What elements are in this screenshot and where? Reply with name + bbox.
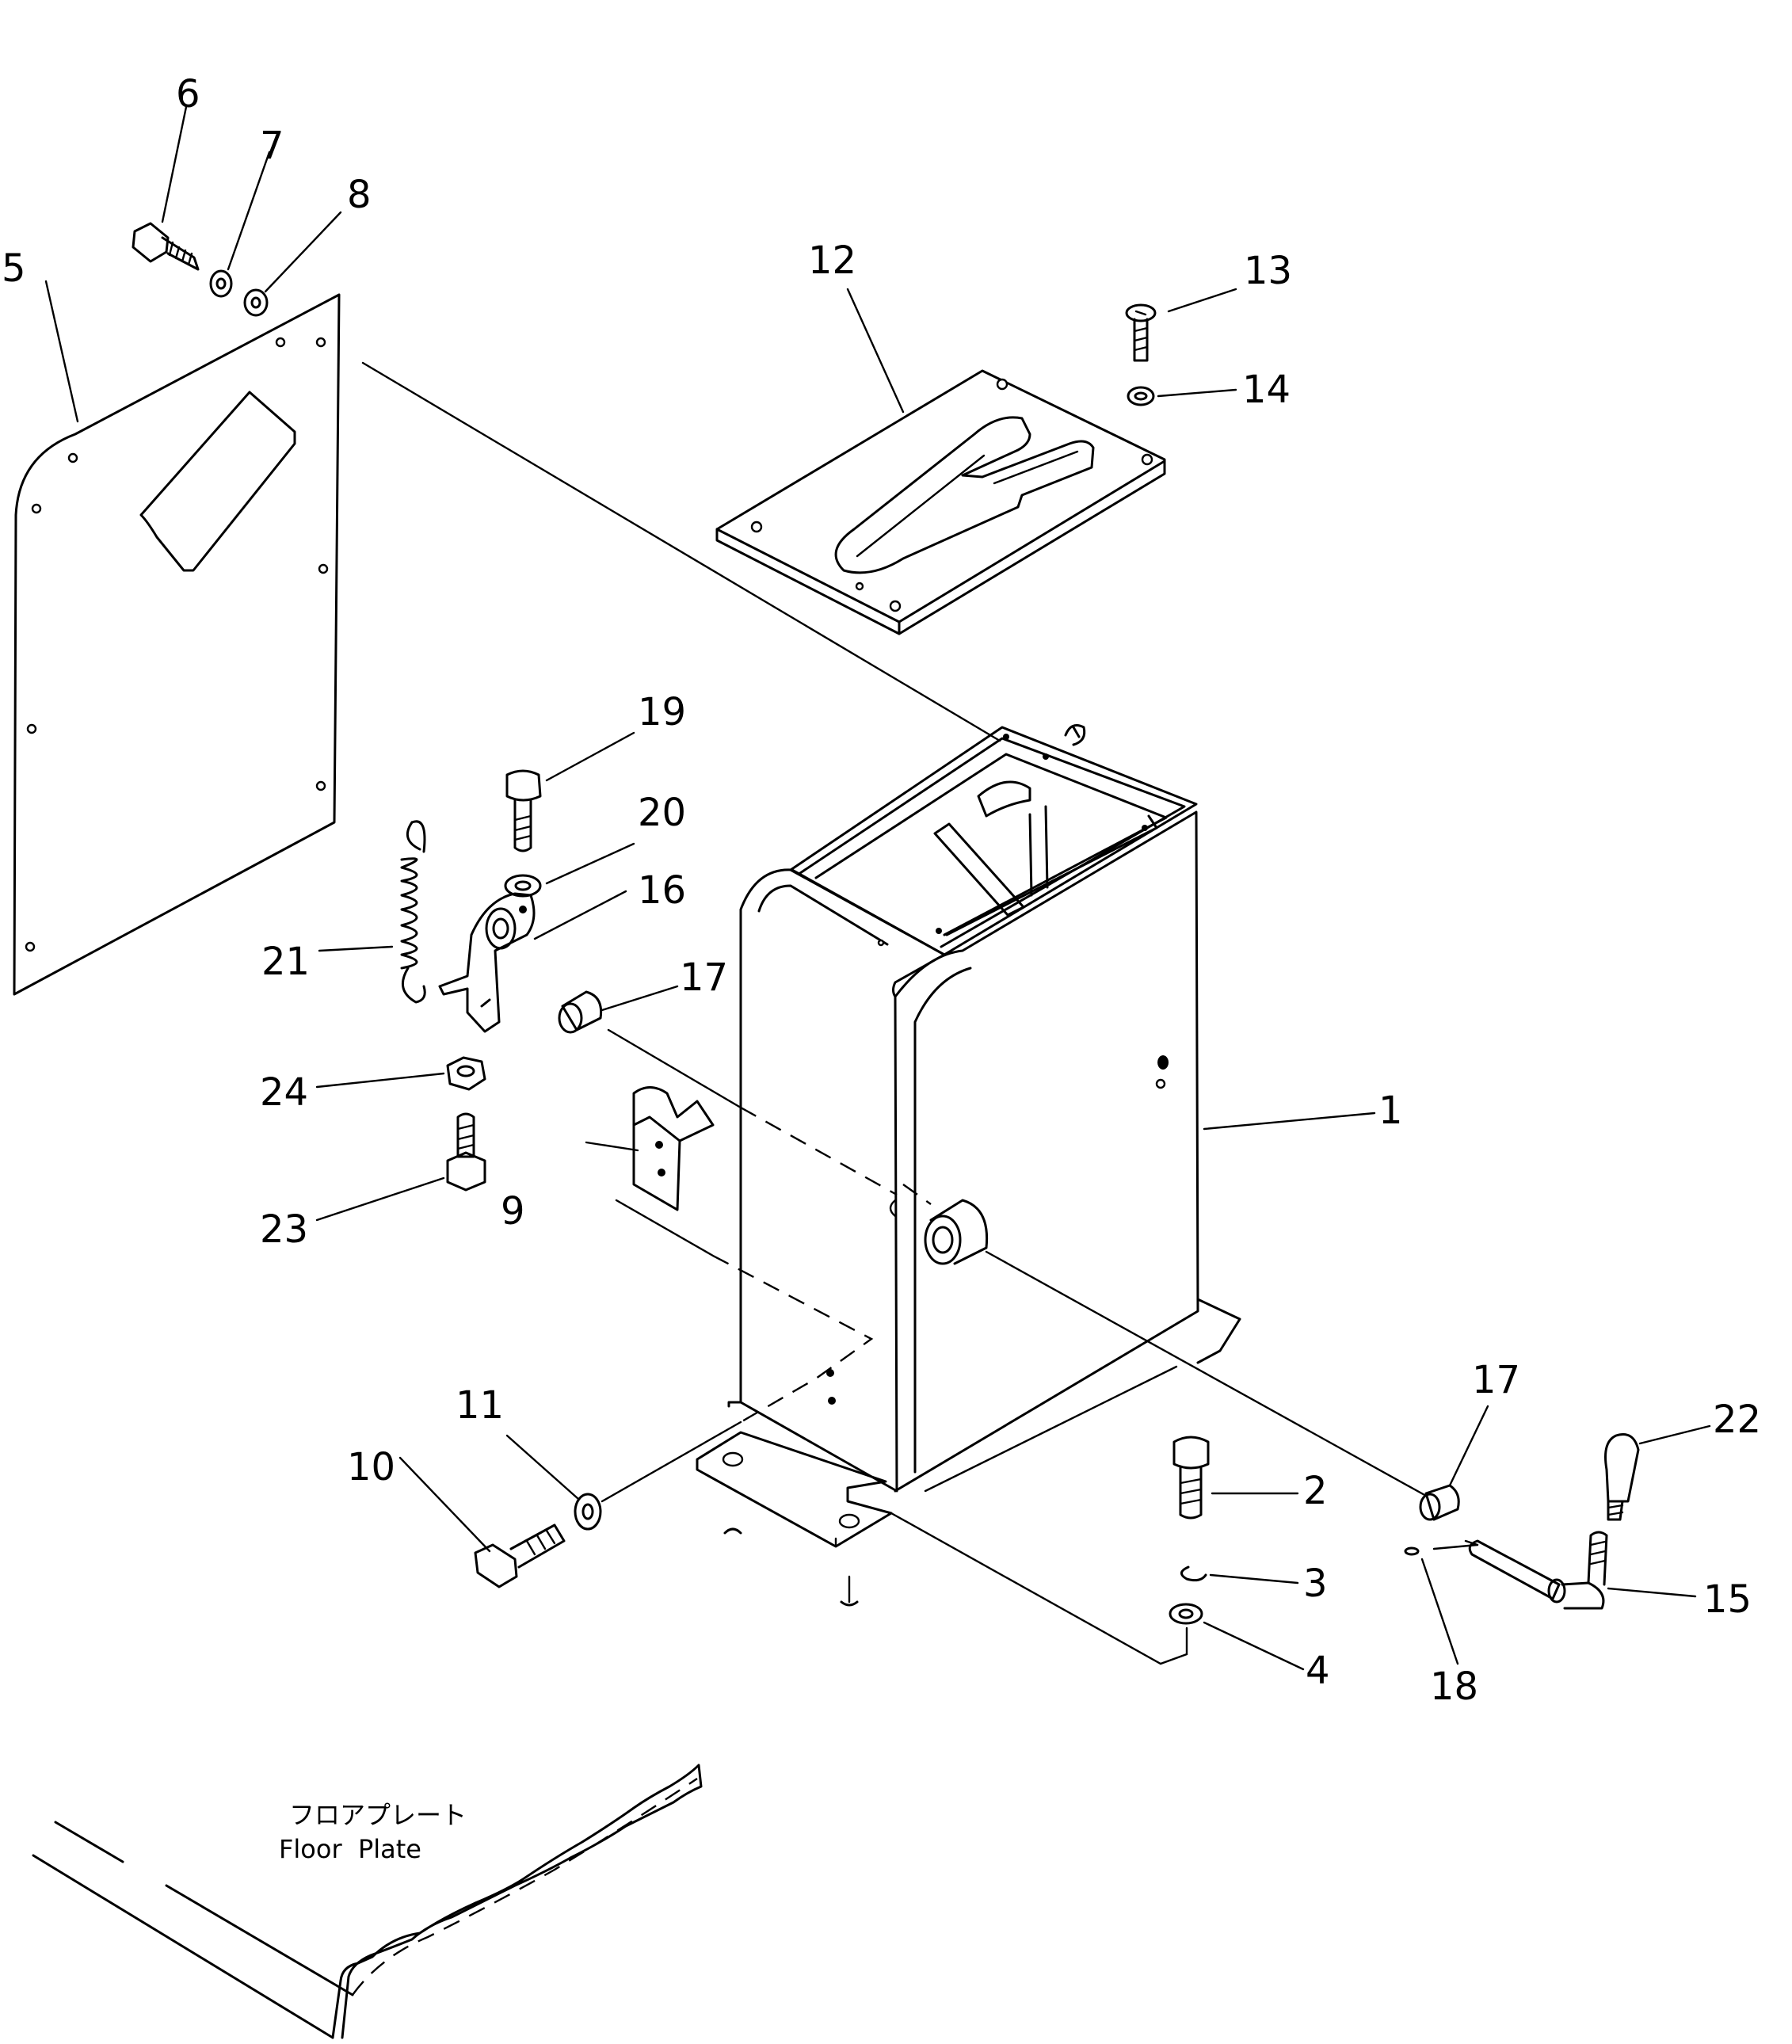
washer-part-14 xyxy=(1127,386,1155,406)
floor-plate-label-en: Floor Plate xyxy=(279,1834,421,1864)
knob-part-22 xyxy=(1604,1433,1640,1521)
bolt-part-2 xyxy=(1172,1436,1210,1520)
callout-17-lower: 17 xyxy=(1472,1358,1520,1402)
callout-11: 11 xyxy=(456,1383,504,1428)
spring-washer-part-3 xyxy=(1180,1565,1207,1582)
callout-22: 22 xyxy=(1713,1398,1761,1442)
callout-23: 23 xyxy=(260,1207,308,1252)
callout-9: 9 xyxy=(501,1189,525,1234)
washer-part-11 xyxy=(574,1493,602,1531)
lever-shaft-part-15 xyxy=(1468,1531,1608,1610)
screw-part-13 xyxy=(1125,303,1157,362)
callout-5: 5 xyxy=(2,246,26,291)
callout-leaders xyxy=(44,105,1711,1671)
base-bracket xyxy=(696,1369,893,1607)
bushing-part-17-upper xyxy=(558,990,603,1034)
callout-17-upper: 17 xyxy=(680,955,728,1000)
bolt-part-10 xyxy=(474,1523,566,1588)
washer-part-4 xyxy=(1169,1603,1203,1625)
spring xyxy=(400,820,426,1004)
callout-7: 7 xyxy=(260,124,284,168)
callout-19: 19 xyxy=(638,690,686,734)
callout-8: 8 xyxy=(347,173,372,217)
bushing-part-17-lower xyxy=(1419,1484,1460,1521)
washer-part-7 xyxy=(209,269,233,298)
callout-3: 3 xyxy=(1303,1562,1328,1606)
assembly-lines xyxy=(361,361,1479,1665)
side-cover-plate xyxy=(13,293,341,996)
callout-4: 4 xyxy=(1306,1649,1330,1693)
callout-6: 6 xyxy=(176,72,200,116)
callout-24: 24 xyxy=(260,1070,308,1115)
callout-1: 1 xyxy=(1378,1089,1403,1133)
callout-12: 12 xyxy=(808,238,856,283)
shift-gate-plate xyxy=(715,369,1166,635)
callout-10: 10 xyxy=(347,1445,395,1489)
bracket-part-9 xyxy=(632,1086,715,1211)
nut-part-24 xyxy=(446,1056,486,1091)
pin-part-18 xyxy=(1404,1546,1420,1556)
console-box xyxy=(727,724,1241,1493)
callout-2: 2 xyxy=(1303,1469,1328,1513)
floor-plate: フロアプレート Floor Plate xyxy=(32,1764,703,2039)
lever-bracket xyxy=(438,892,536,1033)
callout-20: 20 xyxy=(638,791,686,835)
bushing-on-box xyxy=(924,1199,989,1265)
callout-14: 14 xyxy=(1242,368,1291,412)
callout-numbers: 1 2 3 4 5 6 7 8 9 10 11 12 13 14 15 16 1… xyxy=(2,72,1761,1709)
washer-part-20 xyxy=(504,874,542,898)
callout-15: 15 xyxy=(1703,1577,1752,1622)
bolt-part-23 xyxy=(446,1112,486,1192)
floor-plate-label-jp: フロアプレート xyxy=(289,1800,467,1830)
callout-16: 16 xyxy=(638,868,686,913)
bolt-part-6 xyxy=(132,222,200,271)
bolt-part-19 xyxy=(505,769,542,852)
callout-21: 21 xyxy=(261,940,310,984)
callout-13: 13 xyxy=(1244,249,1292,293)
washer-part-8 xyxy=(243,288,269,317)
callout-18: 18 xyxy=(1430,1665,1478,1709)
